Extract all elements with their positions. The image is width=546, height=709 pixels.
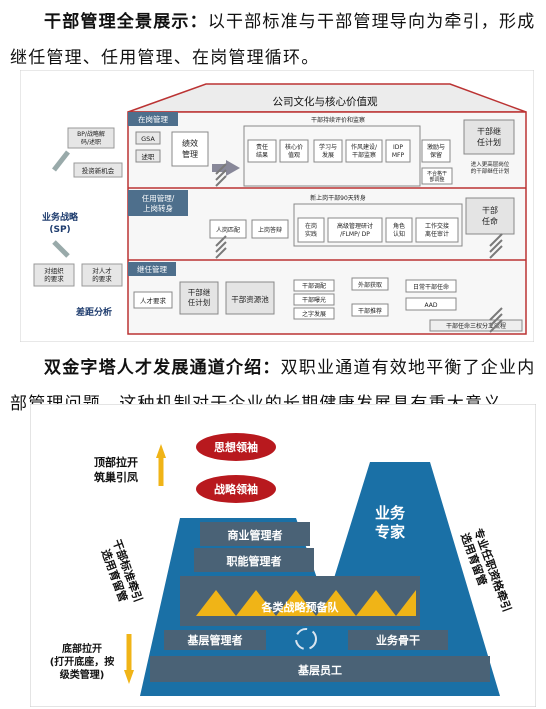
gap-analysis: 差距分析 (76, 306, 112, 318)
svg-text:干部任命三权分立流程: 干部任命三权分立流程 (446, 322, 506, 330)
svg-text:人岗匹配: 人岗匹配 (216, 227, 240, 234)
svg-text:角色认知: 角色认知 (393, 222, 405, 238)
svg-text:日常干部任命: 日常干部任命 (413, 283, 449, 291)
roof-title: 公司文化与核心价值观 (273, 95, 378, 108)
business-backbone: 业务骨干 (376, 633, 420, 647)
svg-text:干部推荐: 干部推荐 (358, 307, 382, 315)
talent-req-box: 对人才的要求 (92, 266, 112, 283)
svg-text:之字发展: 之字发展 (302, 310, 326, 318)
function-manager: 职能管理者 (227, 554, 282, 568)
svg-text:上岗答辩: 上岗答辩 (258, 226, 282, 234)
invest-box: 投资新机会 (82, 166, 115, 175)
svg-text:新上岗干部90天转身: 新上岗干部90天转身 (310, 194, 366, 202)
svg-text:述职: 述职 (142, 152, 156, 161)
floor1-label: 在岗管理 (138, 114, 168, 124)
svg-text:学习与发展: 学习与发展 (319, 143, 337, 159)
svg-text:干部资源池: 干部资源池 (231, 294, 269, 304)
strategy-label: 业务战略(SP) (42, 211, 79, 235)
thought-leader: 思想领袖 (214, 440, 258, 454)
floor3-label: 继任管理 (137, 264, 167, 274)
svg-text:干部调配: 干部调配 (302, 282, 326, 290)
svg-text:高级管理研讨/FLMP/ DP: 高级管理研讨/FLMP/ DP (337, 222, 373, 238)
svg-text:核心价值观: 核心价值观 (285, 143, 303, 159)
bp-box: BP/战略解码/述职 (77, 130, 105, 146)
svg-text:GSA: GSA (141, 135, 155, 143)
perf-box: 绩效管理 (182, 138, 198, 159)
svg-text:作风建设/干部监察: 作风建设/干部监察 (351, 143, 378, 159)
top-left-note: 顶部拉开筑巢引凤 (94, 455, 138, 484)
svg-text:干部曝光: 干部曝光 (302, 296, 326, 304)
business-manager: 商业管理者 (228, 528, 283, 542)
svg-text:外部获取: 外部获取 (358, 281, 382, 289)
svg-text:干部持续评价和监察: 干部持续评价和监察 (311, 116, 365, 124)
floor3-plan: 干部继任计划 (188, 287, 211, 307)
business-expert: 业务专家 (375, 504, 406, 541)
base-staff: 基层员工 (297, 663, 342, 677)
floor2-label: 任用管理/上岗转身 (142, 193, 175, 213)
base-manager: 基层管理者 (187, 633, 243, 647)
svg-text:AAD: AAD (425, 302, 438, 309)
svg-text:工作交接离任审计: 工作交接离任审计 (425, 222, 449, 238)
strategy-leader: 战略领袖 (214, 482, 258, 496)
bottom-left-note: 底部拉开(打开底座，按级类管理) (50, 642, 115, 681)
floor1-succession: 干部继任计划 (477, 126, 501, 147)
floor3-items: 干部调配 干部曝光 之字发展 外部获取 干部推荐 日常干部任命 AAD 干部任命… (293, 277, 523, 332)
intro-paragraph-1: 干部管理全景展示：以干部标准与干部管理导向为牵引，形成继任管理、任用管理、在岗管… (10, 4, 538, 76)
intro-2-heading: 双金字塔人才发展通道介绍： (44, 358, 281, 378)
svg-text:在岗实践: 在岗实践 (305, 222, 317, 238)
dual-pyramid-diagram: 顶部拉开筑巢引凤 干部标准牵引选用育留管 底部拉开(打开底座，按级类管理) 思想… (30, 404, 536, 707)
org-req-box: 对组织的要求 (44, 266, 64, 283)
floor2-items: 人岗匹配 上岗答辩 在岗实践 高级管理研讨/FLMP/ DP 角色认知 工作交接… (209, 217, 459, 243)
svg-text:激励与保留: 激励与保留 (427, 143, 445, 159)
svg-text:人才要求: 人才要求 (140, 296, 167, 305)
svg-text:责任结果: 责任结果 (256, 143, 268, 159)
floor2-appoint: 干部任命 (482, 205, 498, 226)
intro-1-heading: 干部管理全景展示： (44, 12, 208, 32)
cadre-management-diagram: 公司文化与核心价值观 BP/战略解码/述职 投资新机会 业务战略(SP) 对组织… (20, 70, 534, 342)
intro-1-text: 以干部标准与干部管理导向为牵引，形成继任管理、任用管理、在岗管理循环。 (10, 12, 536, 68)
svg-text:不合格干部调整: 不合格干部调整 (427, 170, 447, 183)
strategic-reserve: 各类战略预备队 (261, 600, 340, 614)
svg-text:进入更高层岗位的干部继任计划: 进入更高层岗位的干部继任计划 (471, 160, 510, 175)
